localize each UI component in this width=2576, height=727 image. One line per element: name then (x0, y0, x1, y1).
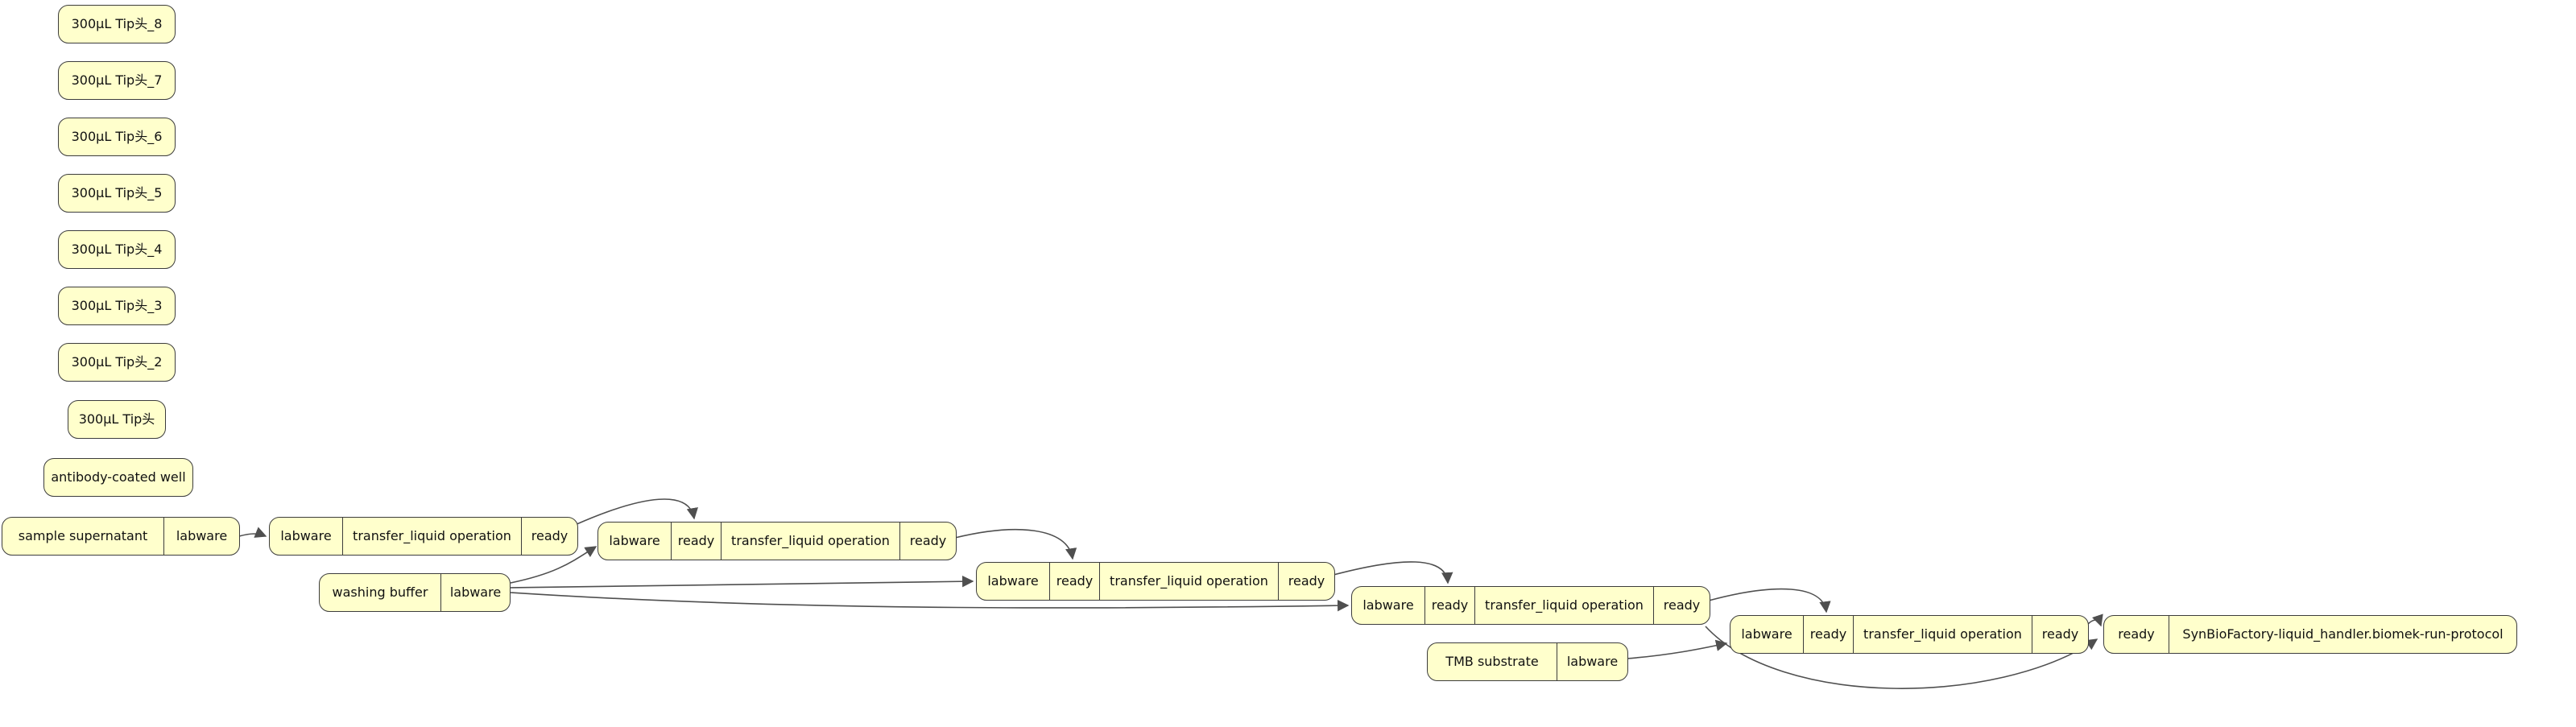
edge-op2-to-op3 (954, 528, 1077, 560)
node-transfer-op-2: labware ready transfer_liquid operation … (597, 522, 957, 560)
port-ready-out: ready (1278, 563, 1334, 600)
node-transfer-op-3: labware ready transfer_liquid operation … (976, 562, 1335, 601)
edge-op3-to-op4 (1333, 561, 1453, 584)
node-label: 300μL Tip头_8 (71, 16, 163, 31)
port-ready-in: ready (2118, 626, 2155, 642)
node-label: antibody-coated well (51, 469, 186, 485)
operation-label: transfer_liquid operation (1474, 587, 1653, 624)
port-labware: labware (1362, 597, 1414, 613)
node-tip-7: 300μL Tip头_7 (58, 61, 176, 100)
edge-tmb-to-op5 (1626, 639, 1728, 659)
node-label: 300μL Tip头_2 (71, 354, 163, 370)
edge-sample-to-op1 (238, 527, 267, 538)
material-label: washing buffer (332, 584, 428, 600)
node-tip-2: 300μL Tip头_2 (58, 343, 176, 382)
node-run-protocol: ready SynBioFactory-liquid_handler.biome… (2103, 615, 2517, 654)
node-washing-buffer: washing buffer labware (319, 573, 511, 612)
port-ready-in: ready (671, 523, 721, 560)
port-labware: labware (1741, 626, 1792, 642)
node-label: 300μL Tip头_3 (71, 298, 163, 313)
port-ready-out: ready (521, 518, 577, 555)
port-labware: labware (440, 574, 510, 611)
material-label: sample supernatant (18, 528, 148, 543)
node-label: 300μL Tip头_5 (71, 185, 163, 200)
operation-label: transfer_liquid operation (342, 518, 521, 555)
port-labware: labware (609, 533, 660, 548)
node-tip-8: 300μL Tip头_8 (58, 5, 176, 43)
port-labware: labware (987, 573, 1039, 589)
operation-label: transfer_liquid operation (1853, 616, 2032, 653)
edge-op4-to-op5 (1708, 588, 1831, 613)
protocol-label: SynBioFactory-liquid_handler.biomek-run-… (2169, 616, 2516, 653)
node-label: 300μL Tip头_6 (71, 129, 163, 144)
node-tip-6: 300μL Tip头_6 (58, 118, 176, 156)
port-ready-in: ready (1049, 563, 1099, 600)
port-labware: labware (280, 528, 332, 543)
node-label: 300μL Tip头_4 (71, 242, 163, 257)
port-ready-out: ready (2032, 616, 2088, 653)
node-label: 300μL Tip头_7 (71, 72, 163, 88)
node-tip-1: 300μL Tip头 (68, 400, 166, 439)
port-ready-in: ready (1803, 616, 1853, 653)
node-tmb-substrate: TMB substrate labware (1427, 642, 1628, 681)
port-labware: labware (163, 518, 239, 555)
port-ready-in: ready (1424, 587, 1474, 624)
operation-label: transfer_liquid operation (721, 523, 899, 560)
node-transfer-op-1: labware transfer_liquid operation ready (269, 517, 578, 556)
node-transfer-op-5: labware ready transfer_liquid operation … (1730, 615, 2089, 654)
port-ready-out: ready (899, 523, 956, 560)
node-sample-supernatant: sample supernatant labware (2, 517, 240, 556)
node-antibody-coated-well: antibody-coated well (43, 458, 193, 497)
node-transfer-op-4: labware ready transfer_liquid operation … (1351, 586, 1710, 625)
node-label: 300μL Tip头 (78, 411, 155, 427)
operation-label: transfer_liquid operation (1099, 563, 1278, 600)
node-tip-5: 300μL Tip头_5 (58, 174, 176, 213)
material-label: TMB substrate (1445, 654, 1539, 669)
node-tip-4: 300μL Tip头_4 (58, 230, 176, 269)
edge-op5-to-protocol (2086, 613, 2103, 627)
port-labware: labware (1557, 643, 1627, 680)
port-ready-out: ready (1653, 587, 1710, 624)
node-tip-3: 300μL Tip头_3 (58, 287, 176, 325)
edge-washing-to-op3 (510, 575, 974, 589)
